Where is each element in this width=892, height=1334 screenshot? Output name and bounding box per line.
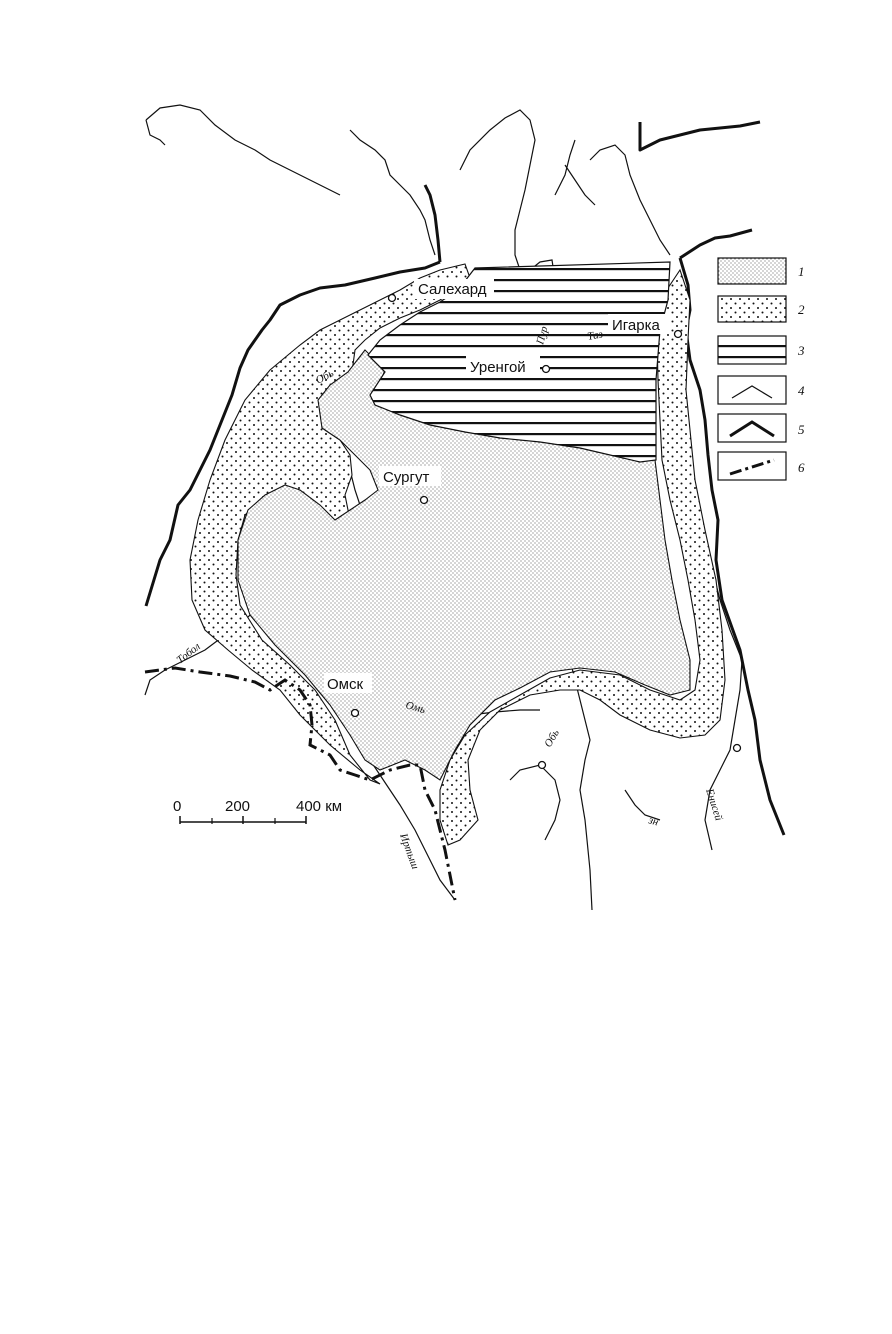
city-label-urengoy: Уренгой — [470, 359, 526, 376]
city-label-omsk: Омск — [327, 676, 363, 693]
ob-south-marker — [539, 762, 546, 769]
city-label-igarka: Игарка — [612, 317, 660, 334]
legend-number-5: 5 — [798, 422, 805, 437]
omsk-marker — [352, 710, 359, 717]
scale-bar: 0 200 400 км — [173, 798, 342, 824]
legend-swatch-5 — [718, 414, 786, 442]
river-label-irtysh: Иртыш — [397, 831, 421, 871]
legend-swatch-1 — [718, 258, 786, 284]
river-label-yenisei: Енисей — [703, 786, 725, 822]
legend-number-3: 3 — [797, 343, 805, 358]
urengoy-marker — [543, 366, 550, 373]
salekhard-marker — [389, 295, 396, 302]
yenisei-marker — [734, 745, 741, 752]
legend-swatch-4 — [718, 376, 786, 404]
scale-tick-0: 0 — [173, 798, 181, 815]
scale-tick-200: 200 — [225, 798, 250, 815]
river-label-ob-south: Обь — [542, 727, 562, 749]
igarka-marker — [675, 331, 682, 338]
surgut-marker — [421, 497, 428, 504]
scale-tick-400: 400 км — [296, 798, 342, 815]
city-label-surgut: Сургут — [383, 469, 429, 486]
legend-number-4: 4 — [798, 383, 805, 398]
legend: 1 2 3 4 5 6 — [718, 258, 805, 480]
city-label-salekhard: Салехард — [418, 281, 487, 298]
legend-number-1: 1 — [798, 264, 805, 279]
legend-number-6: 6 — [798, 460, 805, 475]
legend-swatch-3 — [718, 336, 786, 364]
legend-number-2: 2 — [798, 302, 805, 317]
legend-swatch-2 — [718, 296, 786, 322]
